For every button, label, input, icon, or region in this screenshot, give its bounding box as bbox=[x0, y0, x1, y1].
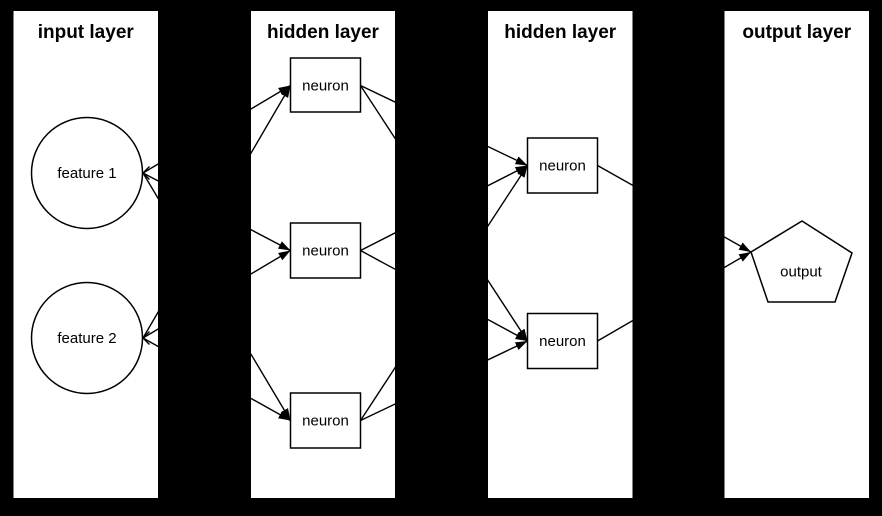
hidden1-neuron-3-node bbox=[289, 392, 362, 449]
panel-hidden-layer-2 bbox=[488, 11, 633, 498]
layer-title-input: input layer bbox=[38, 22, 135, 43]
hidden1-neuron-1-node bbox=[289, 57, 362, 113]
hidden2-neuron-1-node bbox=[526, 137, 599, 194]
edge-feature2-h1n3 bbox=[142, 337, 291, 422]
hidden2-neuron-2-node bbox=[526, 312, 599, 370]
edge-h2n2-out bbox=[597, 251, 752, 342]
output-node bbox=[750, 220, 853, 303]
edge-h2n1-out bbox=[597, 164, 752, 253]
hidden1-neuron-2-label: neuron bbox=[302, 243, 349, 260]
layer-title-hidden-1: hidden layer bbox=[267, 22, 380, 43]
hidden2-neuron-1-label: neuron bbox=[539, 158, 586, 175]
hidden1-neuron-2-node bbox=[289, 222, 362, 279]
output-label: output bbox=[780, 264, 823, 281]
feature-1-node bbox=[30, 116, 144, 230]
panel-input-layer bbox=[13, 11, 158, 498]
feature-1-label: feature 1 bbox=[57, 165, 116, 182]
feature-2-label: feature 2 bbox=[57, 330, 116, 347]
edge-feature1-h1n3 bbox=[142, 172, 292, 421]
feature-2-node bbox=[30, 281, 144, 395]
edge-h1n2-h2n2 bbox=[360, 249, 528, 342]
edge-h1n1-h2n1 bbox=[360, 84, 528, 167]
edge-h1n2-h2n1 bbox=[360, 164, 528, 252]
hidden1-neuron-1-label: neuron bbox=[302, 78, 349, 95]
layer-title-output: output layer bbox=[742, 22, 851, 43]
edge-feature1-h1n1 bbox=[142, 84, 291, 174]
edge-feature2-h1n1 bbox=[142, 85, 292, 339]
edge-h1n3-h2n1 bbox=[359, 165, 529, 421]
edge-feature2-h1n2 bbox=[142, 249, 291, 339]
layer-title-hidden-2: hidden layer bbox=[504, 22, 617, 43]
edge-h1n3-h2n2 bbox=[360, 340, 528, 422]
hidden1-neuron-3-label: neuron bbox=[302, 413, 349, 430]
hidden2-neuron-2-label: neuron bbox=[539, 333, 586, 350]
edge-h1n1-h2n2 bbox=[359, 85, 529, 342]
